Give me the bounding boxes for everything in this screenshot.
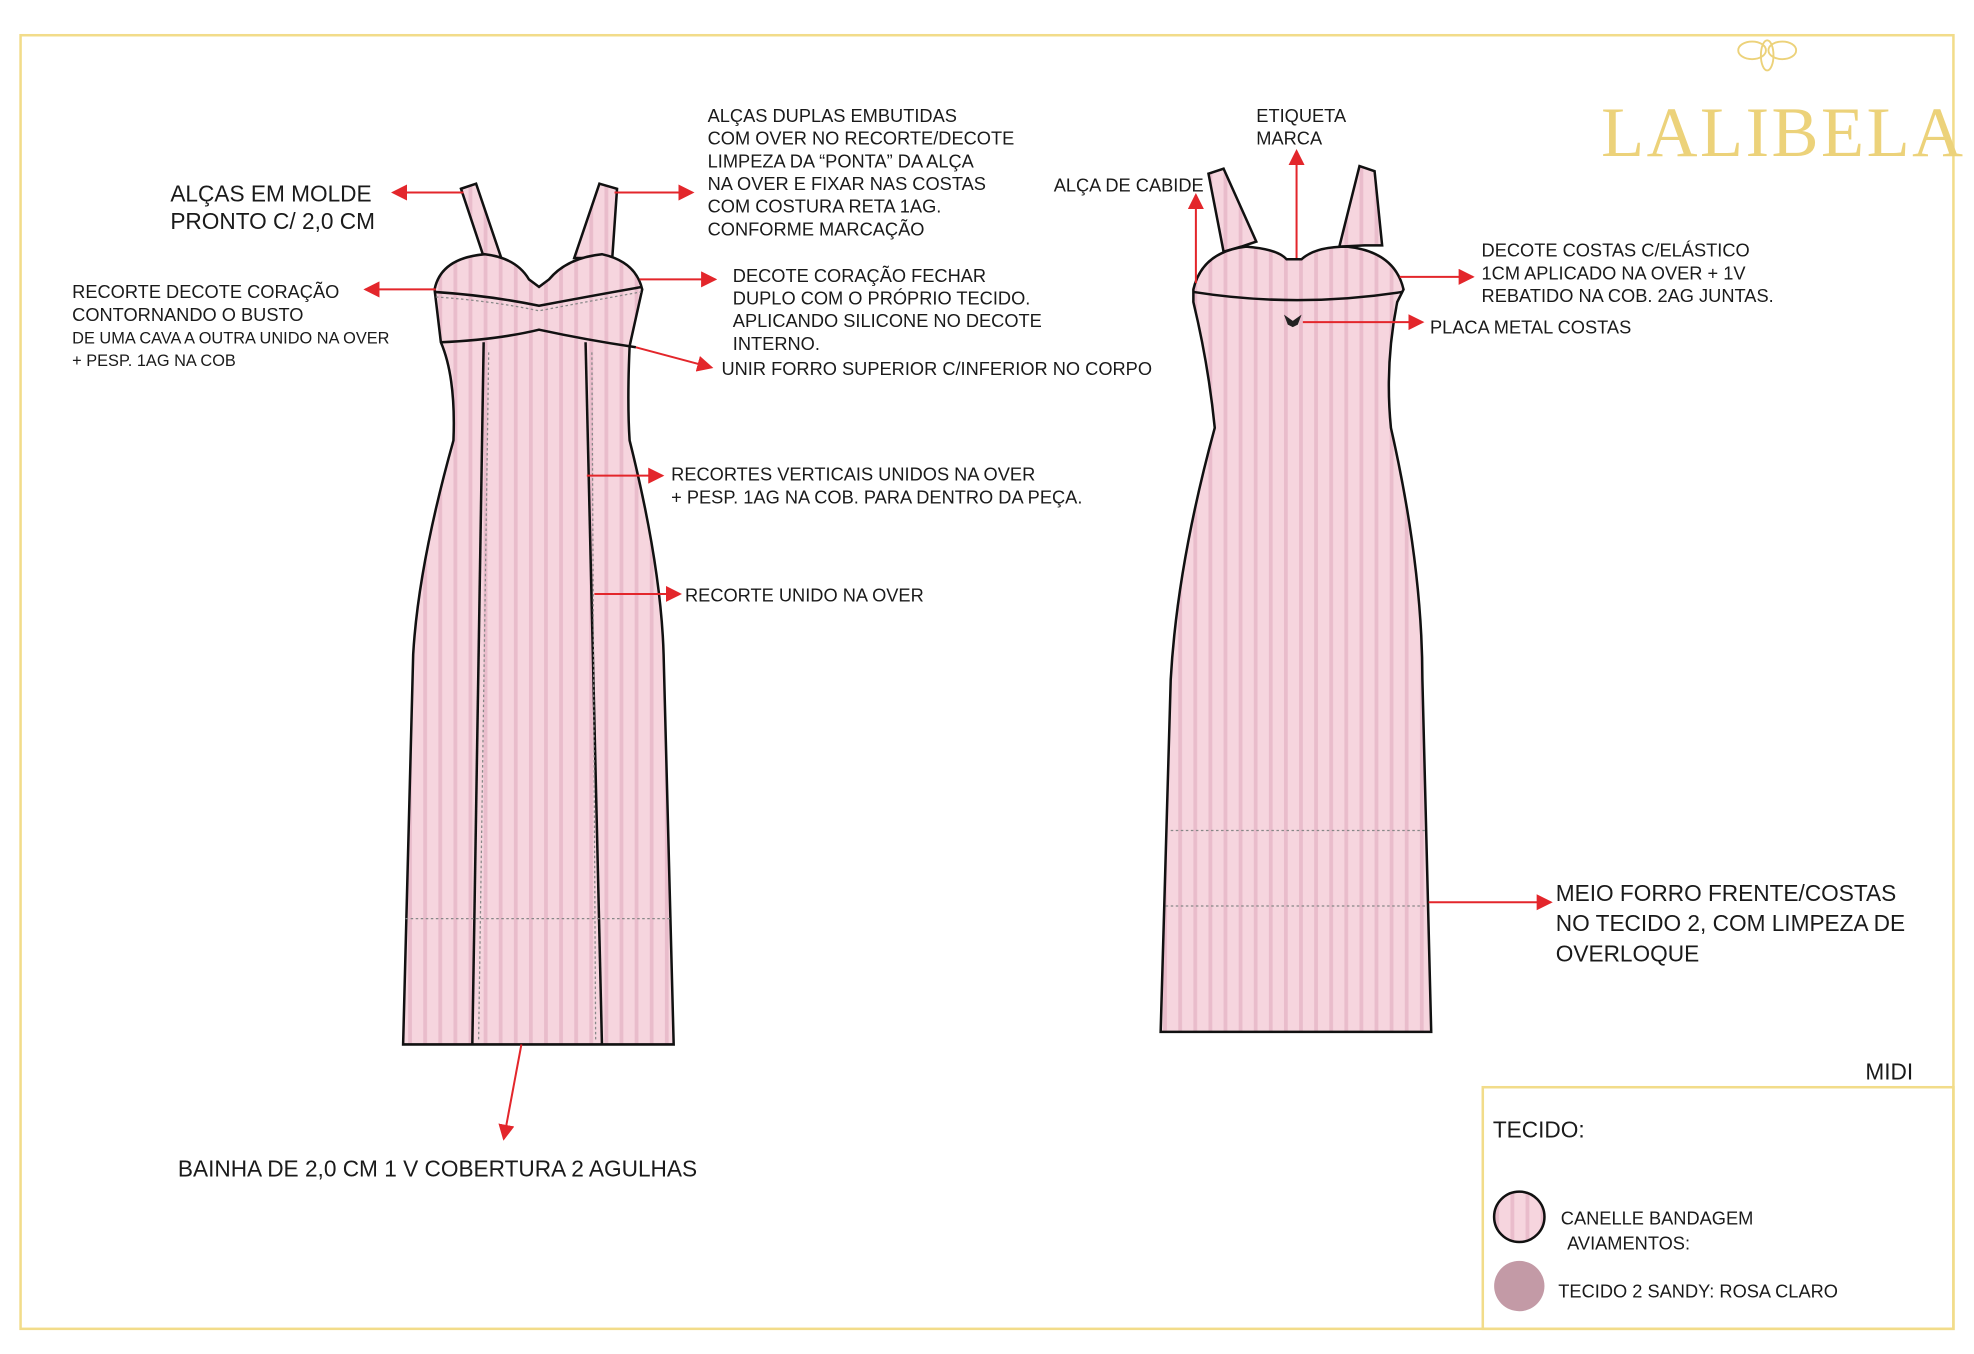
page-frame [19,33,1955,1331]
hem-note: BAINHA DE 2,0 CM 1 V COBERTURA 2 AGULHAS [178,1156,697,1182]
straps-note: ALÇAS EM MOLDE PRONTO C/ 2,0 CM [170,180,378,234]
metal-plate-note: PLACA METAL COSTAS [1430,316,1631,337]
length-label: MIDI [1865,1059,1913,1085]
fabric-2-swatch [1494,1260,1545,1312]
vertical-cuts-note: RECORTES VERTICAIS UNIDOS NA OVER + PESP… [671,464,1082,508]
annotation-arrows [363,148,1553,1141]
fabric-2-name: TECIDO 2 SANDY: ROSA CLARO [1558,1280,1838,1301]
double-straps-note: ALÇAS DUPLAS EMBUTIDAS COM OVER NO RECOR… [708,105,1020,239]
fabric-1-name: CANELLE BANDAGEM [1561,1207,1754,1228]
back-neckline-note: DECOTE COSTAS C/ELÁSTICO 1CM APLICADO NA… [1482,240,1774,306]
back-dress-drawing [1159,164,1433,1034]
cut-joined-note: RECORTE UNIDO NA OVER [685,584,924,605]
hanger-strap-note: ALÇA DE CABIDE [1054,174,1204,195]
spec-box [1481,1085,1955,1331]
label-note: ETIQUETA MARCA [1256,105,1351,149]
fabric-1-swatch [1492,1190,1546,1244]
bee-metal-plate-icon [1283,314,1302,328]
heart-cut-note: RECORTE DECOTE CORAÇÃO CONTORNANDO O BUS… [72,281,394,370]
front-dress-drawing [401,182,675,1046]
trims-label: AVIAMENTOS: [1567,1233,1690,1254]
half-lining-note: MEIO FORRO FRENTE/COSTAS NO TECIDO 2, CO… [1556,880,1912,966]
fabric-title: TECIDO: [1493,1117,1585,1143]
brand-logo: LALIBELA [1601,94,1966,172]
bee-logo-icon [1737,39,1798,72]
heart-neckline-note: DECOTE CORAÇÃO FECHAR DUPLO COM O PRÓPRI… [733,265,1047,354]
lining-join-note: UNIR FORRO SUPERIOR C/INFERIOR NO CORPO [721,358,1152,379]
